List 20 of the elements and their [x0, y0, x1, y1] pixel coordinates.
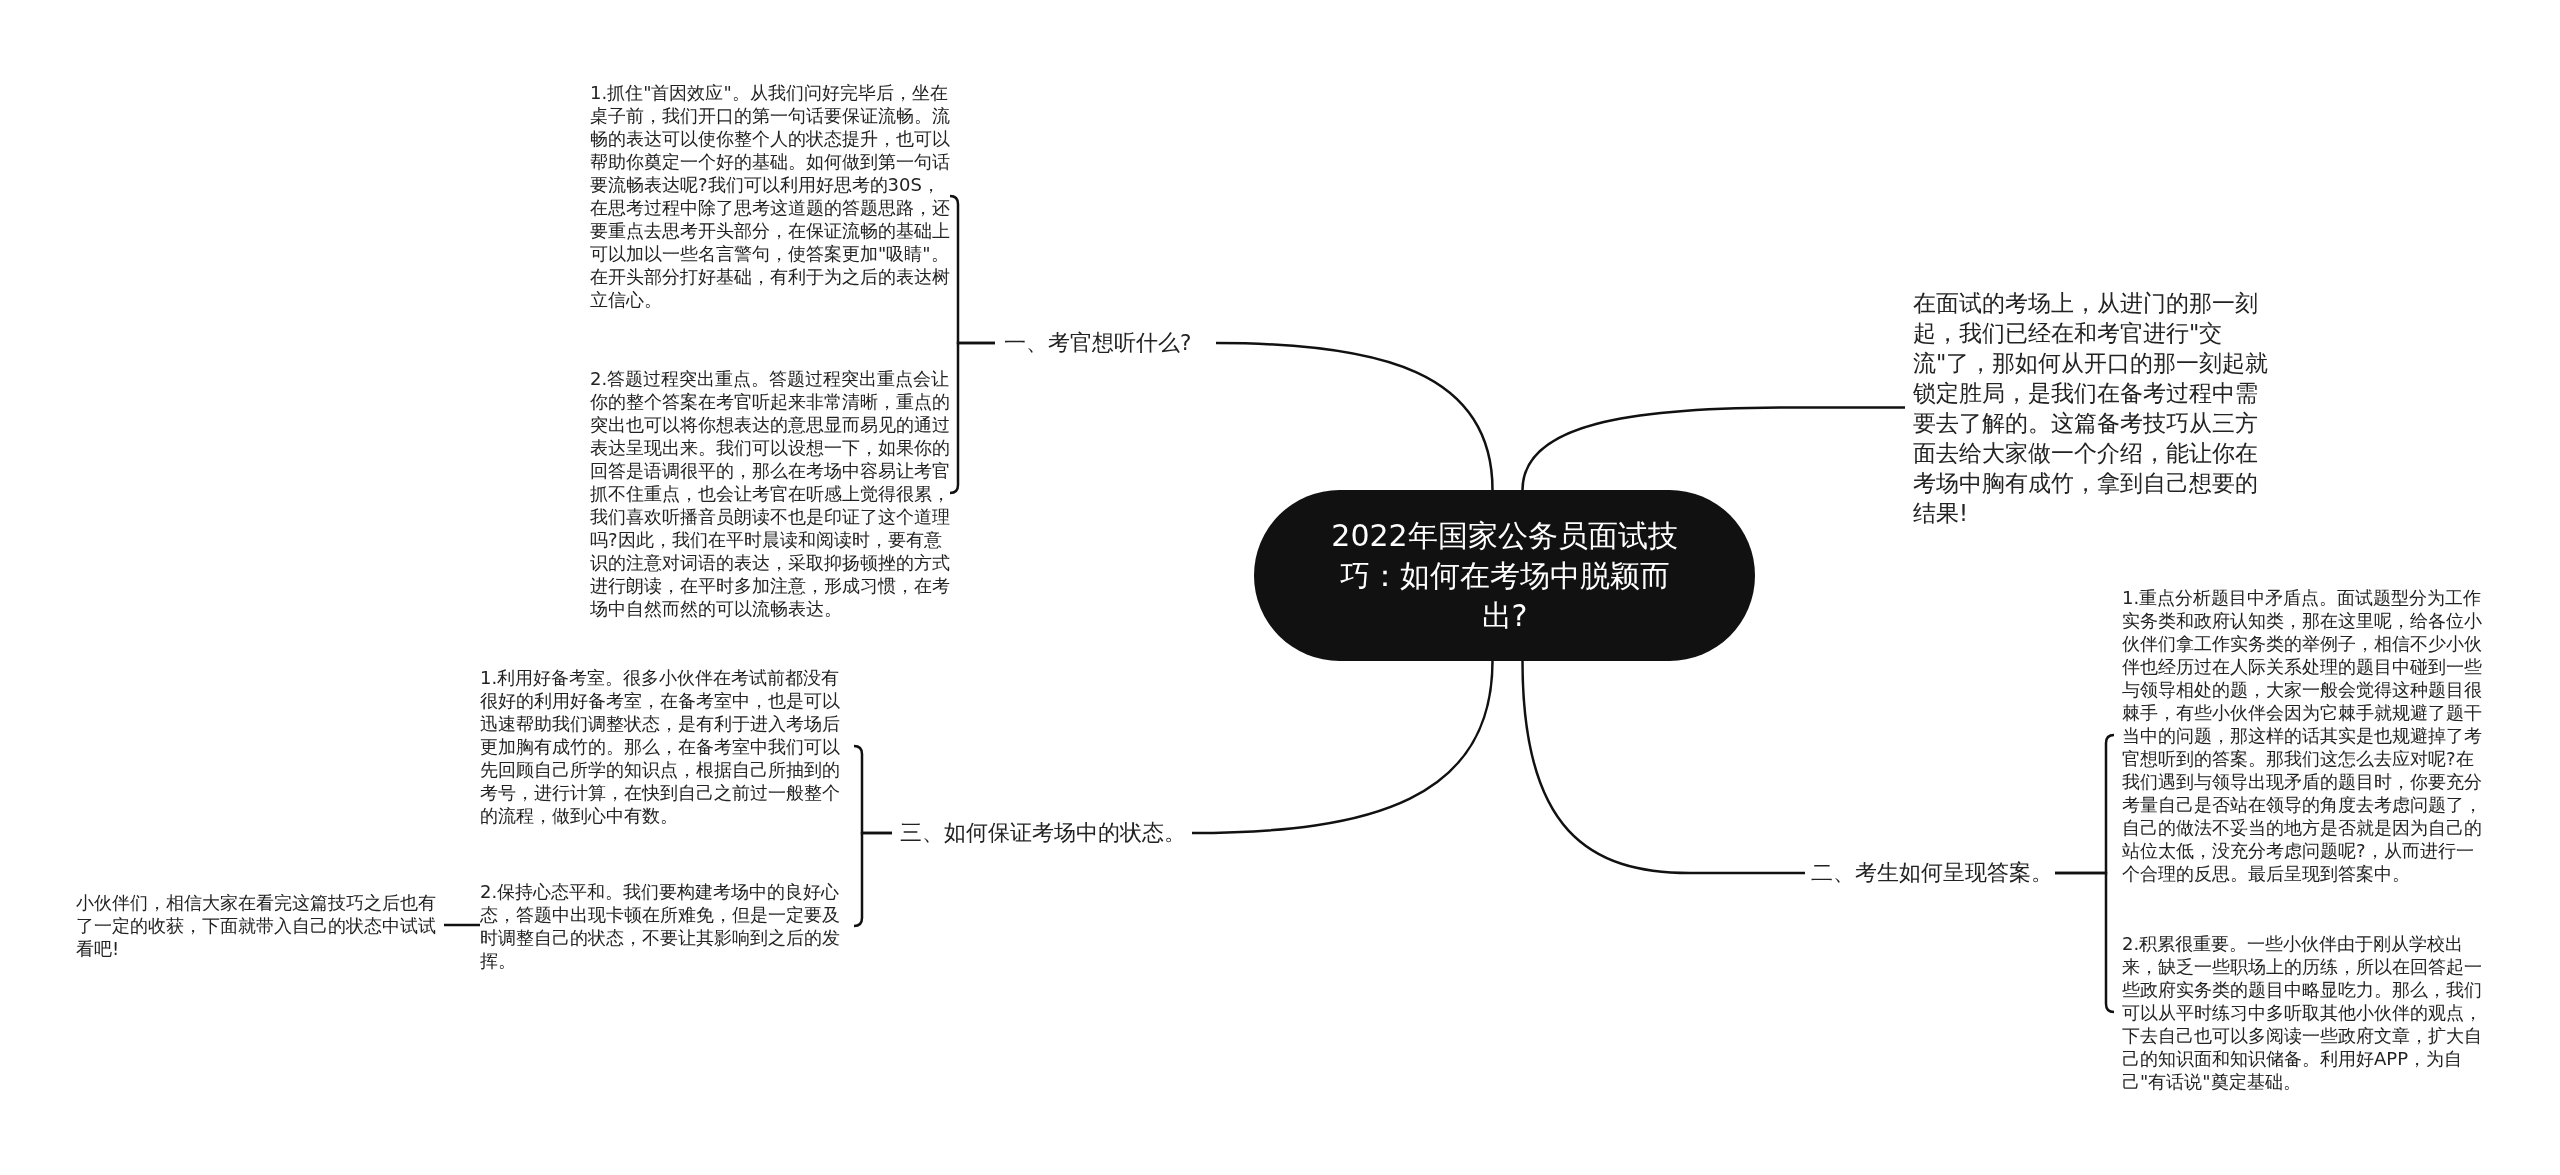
connector-line: [853, 831, 892, 928]
note-text: 2.积累很重要。一些小伙伴由于刚从学校出来，缺乏一些职场上的历练，所以在回答起一些政府实务类的题目中略显吃力。那么，我们可以从平时练习中多听取其他小伙伴的观点，下去自己也可以多阅读一些政府文章，扩大自己的知识面和知识储备。利用好APP，为自己"有话说"奠定基础。: [2114, 930, 2486, 1094]
connector-line: [949, 341, 995, 495]
connector-line: [1191, 660, 1494, 835]
branch-label: 一、考官想听什么?: [995, 322, 1216, 364]
connector-line: [1521, 406, 1905, 491]
branch-label: 二、考生如何呈现答案。: [1805, 852, 2055, 894]
note-text: 1.抓住"首因效应"。从我们问好完毕后，坐在桌子前，我们开口的第一句话要保证流畅。流畅的表达可以使你整个人的状态提升，也可以帮助你奠定一个好的基础。如何做到第一句话要流畅表达呢?我们可以利用好思考的30S，在思考过程中除了思考这道题的答题思路，还要重点去思考开头部分，在保证流畅的基础上可以加以一些名言警句，使答案更加"吸睛"。在开头部分打好基础，有利于为之后的表达树立信心。: [590, 81, 950, 311]
note-text: 小伙伴们，相信大家在看完这篇技巧之后也有了一定的收获，下面就带入自己的状态中试试看吧!: [76, 886, 444, 964]
topic-pill: 2022年国家公务员面试技巧：如何在考场中脱颖而出?: [1254, 490, 1755, 661]
branch-label: 三、如何保证考场中的状态。: [892, 812, 1192, 854]
connector-line: [2055, 871, 2115, 1014]
note-text: 2.答题过程突出重点。答题过程突出重点会让你的整个答案在考官听起来非常清晰，重点的突出也可以将你想表达的意思显而易见的通过表达呈现出来。我们可以设想一下，如果你的回答是语调很平的，那么在考场中容易让考官抓不住重点，也会让考官在听感上觉得很累，我们喜欢听播音员朗读不也是印证了这个道理吗?因此，我们在平时晨读和阅读时，要有意识的注意对词语的表达，采取抑扬顿挫的方式进行朗读，在平时多加注意，形成习惯，在考场中自然而然的可以流畅表达。: [590, 366, 950, 620]
note-text: 1.利用好备考室。很多小伙伴在考试前都没有很好的利用好备考室，在备考室中，也是可以迅速帮助我们调整状态，是有利于进入考场后更加胸有成竹的。那么，在备考室中我们可以先回顾自己所学的知识点，根据自己所抽到的考号，进行计算，在快到自己之前过一般整个的流程，做到心中有数。: [480, 664, 854, 828]
connector-line: [444, 923, 480, 927]
note-text: 2.保持心态平和。我们要构建考场中的良好心态，答题中出现卡顿在所难免，但是一定要及时调整自己的状态，不要让其影响到之后的发挥。: [480, 878, 854, 974]
note-text: 1.重点分析题目中矛盾点。面试题型分为工作实务类和政府认知类，那在这里呢，给各位小伙伴们拿工作实务类的举例子，相信不少小伙伴也经历过在人际关系处理的题目中碰到一些与领导相处的题，大家一般会觉得这种题目很棘手，有些小伙伴会因为它棘手就规避了题干当中的问题，那这样的话其实是也规避掉了考官想听到的答案。那我们这怎么去应对呢?在我们遇到与领导出现矛盾的题目时，你要充分考量自己是否站在领导的角度去考虑问题了，自己的做法不妥当的地方是否就是因为自己的站位太低，没充分考虑问题呢?，从而进行一个合理的反思。最后呈现到答案中。: [2114, 586, 2486, 884]
intro-text: 在面试的考场上，从进门的那一刻起，我们已经在和考官进行"交流"了，那如何从开口的那一刻起就锁定胜局，是我们在备考过程中需要去了解的。这篇备考技巧从三方面去给大家做一个介绍，能让你在考场中胸有成竹，拿到自己想要的结果!: [1905, 285, 2275, 530]
connector-line: [1521, 660, 1805, 875]
connector-line: [1215, 341, 1494, 491]
